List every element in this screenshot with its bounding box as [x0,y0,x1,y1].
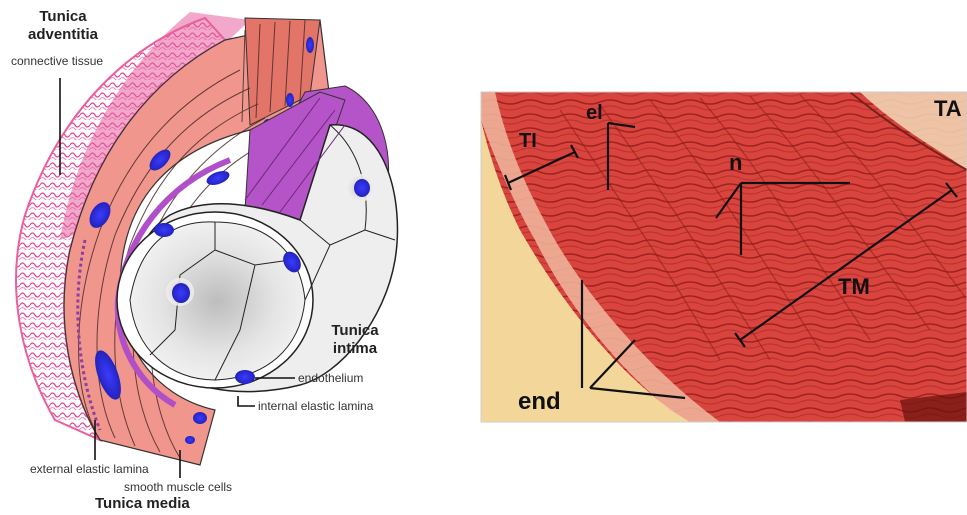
tunica-intima-line2: intima [322,340,388,358]
endothelium-label: endothelium [298,371,363,385]
micrograph-label-ta: TA [934,96,962,122]
external-elastic-lamina-label: external elastic lamina [30,462,149,476]
micrograph-label-el: el [586,102,603,125]
internal-elastic-lamina-label: internal elastic lamina [258,399,373,413]
micrograph-label-ti: TI [519,130,537,153]
connective-tissue-label: connective tissue [11,54,103,68]
micrograph-label-end: end [518,388,561,416]
smooth-muscle-cells-label: smooth muscle cells [124,480,232,494]
micrograph-label-tm: TM [838,274,870,300]
tunica-adventitia-line1: Tunica [18,8,108,26]
tunica-intima-label: Tunica intima [322,322,388,358]
tunica-adventitia-line2: adventitia [18,26,108,44]
tunica-adventitia-label: Tunica adventitia [18,8,108,44]
tunica-intima-line1: Tunica [322,322,388,340]
micrograph [481,92,967,422]
tunica-media-label: Tunica media [95,495,190,513]
micrograph-label-n: n [729,150,742,176]
